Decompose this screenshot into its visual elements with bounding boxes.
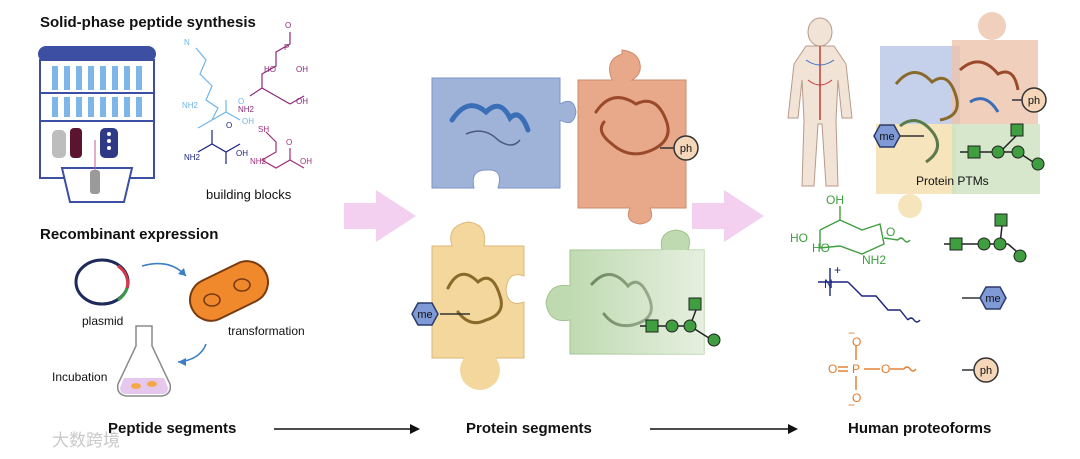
svg-text:O: O (828, 362, 837, 376)
assembled-glycan-tag (960, 123, 1045, 171)
assembled-methyl-tag (873, 124, 924, 148)
svg-text:NH2: NH2 (862, 253, 886, 267)
building-blocks-atom-labels: N NH2 O OH O P HO OH NH2 OH NH2 O OH SH … (182, 21, 312, 166)
legend-glycan-symbol (944, 213, 1027, 263)
svg-text:O: O (881, 362, 890, 376)
bottom-flow-arrow-2 (650, 424, 798, 434)
glycan-tag-green (640, 297, 721, 347)
svg-text:NH2: NH2 (182, 101, 199, 110)
glcnac-labels: OH HO HO O NH2 (790, 193, 895, 267)
puzzle-piece-green (545, 229, 705, 355)
spps-title: Solid-phase peptide synthesis (40, 14, 256, 31)
phospho-tag-orange (673, 135, 699, 161)
assembled-phospho-tag (1012, 87, 1047, 113)
svg-text:O: O (852, 391, 861, 405)
watermark: 大数跨境 (52, 431, 120, 451)
svg-text:O: O (886, 225, 895, 239)
incubation-label: Incubation (52, 370, 108, 384)
svg-text:OH: OH (300, 157, 312, 166)
svg-text:NH2: NH2 (238, 105, 255, 114)
svg-text:O: O (226, 121, 232, 130)
svg-text:O: O (286, 138, 292, 147)
svg-text:−: − (848, 398, 855, 412)
puzzle-piece-orange (577, 49, 687, 225)
assembled-puzzle (876, 12, 1040, 218)
ph-label-orange: ph (680, 143, 692, 155)
svg-text:O: O (285, 21, 291, 30)
plasmid-icon (74, 258, 130, 306)
me-label-legend: me (985, 293, 1000, 305)
svg-text:N: N (184, 38, 190, 47)
svg-text:OH: OH (296, 97, 308, 106)
protein-ptms-label: Protein PTMs (916, 174, 989, 188)
svg-text:+: + (834, 263, 841, 277)
peptide-segments-label: Peptide segments (108, 420, 237, 437)
svg-text:P: P (284, 43, 289, 52)
svg-text:OH: OH (826, 193, 844, 207)
legend-phospho-symbol (962, 357, 999, 383)
svg-text:−: − (848, 326, 855, 340)
glcnac-structure (819, 206, 911, 255)
flow-arrow-2 (692, 190, 764, 242)
puzzle-piece-yellow (431, 221, 525, 390)
svg-text:OH: OH (296, 65, 308, 74)
me-label-assembled: me (879, 131, 894, 143)
svg-text:OH: OH (236, 149, 248, 158)
transformation-label: transformation (228, 324, 305, 338)
bacterium-cell-icon (189, 260, 269, 322)
phosphate-structure (838, 346, 917, 390)
flow-arrow-1 (344, 190, 416, 242)
svg-text:N: N (824, 277, 833, 291)
legend-methyl-symbol (962, 286, 1007, 310)
svg-text:NH2: NH2 (184, 153, 201, 162)
plasmid-to-cell-arrow (141, 262, 187, 277)
building-blocks-structures (195, 32, 305, 169)
incubation-flask-icon (116, 325, 172, 397)
peptide-synthesizer-icon (38, 46, 156, 203)
protein-segments-label: Protein segments (466, 420, 592, 437)
trimethyl-structure (818, 268, 921, 323)
svg-text:HO: HO (812, 241, 830, 255)
svg-text:O: O (238, 97, 244, 106)
svg-text:NH2: NH2 (250, 157, 267, 166)
phosphate-labels: − O O P O O − (828, 326, 890, 412)
human-body-icon (787, 17, 853, 187)
recombinant-title: Recombinant expression (40, 226, 219, 243)
svg-text:SH: SH (258, 125, 269, 134)
human-proteoforms-label: Human proteoforms (848, 420, 992, 437)
ph-label-legend: ph (980, 365, 992, 377)
plasmid-label: plasmid (82, 314, 124, 328)
bottom-flow-arrow-1 (274, 424, 420, 434)
building-blocks-label: building blocks (206, 187, 292, 202)
ph-label-assembled: ph (1028, 95, 1040, 107)
svg-text:HO: HO (264, 65, 276, 74)
methyl-tag-yellow (411, 302, 439, 326)
me-label-yellow: me (417, 309, 432, 321)
puzzle-piece-blue (431, 77, 577, 189)
svg-text:HO: HO (790, 231, 808, 245)
trimethyl-labels: N + (824, 263, 841, 291)
svg-text:P: P (852, 362, 860, 376)
svg-text:O: O (852, 335, 861, 349)
svg-text:OH: OH (242, 117, 254, 126)
cell-to-flask-arrow (177, 343, 207, 366)
